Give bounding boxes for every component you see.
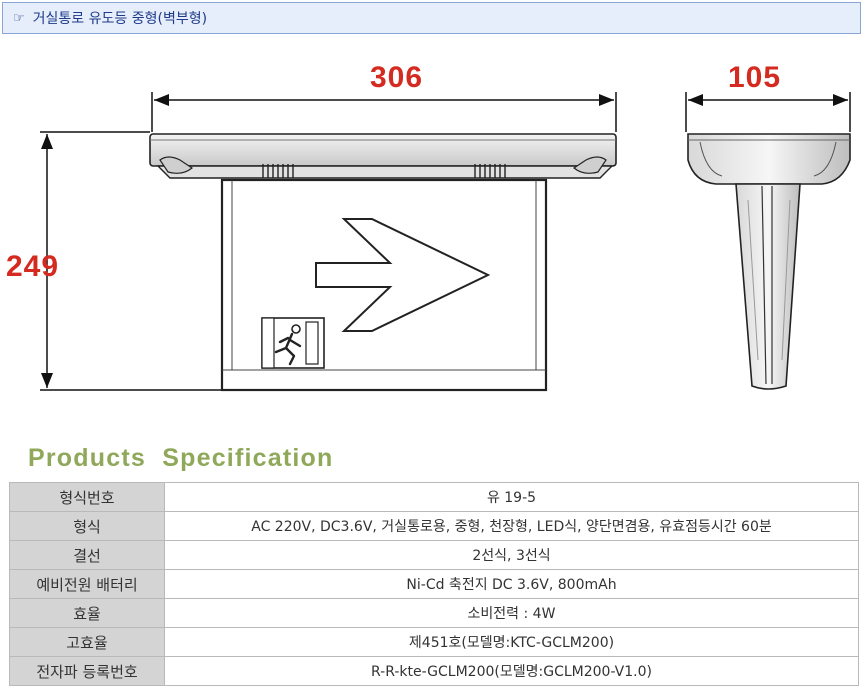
- width-dimension-line: [151, 92, 617, 132]
- height-dimension-line: [40, 131, 222, 391]
- table-row: 효율 소비전력 : 4W: [9, 598, 859, 628]
- spec-label: 전자파 등록번호: [9, 656, 165, 686]
- width-dimension-label: 306: [370, 61, 424, 94]
- spec-value: R-R-kte-GCLM200(모델명:GCLM200-V1.0): [164, 656, 859, 686]
- spec-table: 형식번호 유 19-5 형식 AC 220V, DC3.6V, 거실통로용, 중…: [9, 482, 859, 686]
- spec-label: 형식: [9, 511, 165, 541]
- table-row: 결선 2선식, 3선식: [9, 540, 859, 570]
- depth-dimension-label: 105: [728, 61, 782, 94]
- side-view: [687, 133, 851, 390]
- spec-value: 소비전력 : 4W: [164, 598, 859, 628]
- section-title: 거실통로 유도등 중형(벽부형): [32, 11, 208, 27]
- depth-dimension-line: [685, 92, 851, 132]
- spec-label: 효율: [9, 598, 165, 628]
- spec-value: Ni-Cd 축전지 DC 3.6V, 800mAh: [164, 569, 859, 599]
- arrow-right-icon: [315, 218, 491, 332]
- table-row: 고효율 제451호(모델명:KTC-GCLM200): [9, 627, 859, 657]
- spec-label: 고효율: [9, 627, 165, 657]
- exit-running-man-icon: [261, 317, 325, 369]
- table-row: 형식번호 유 19-5: [9, 482, 859, 512]
- spec-label: 결선: [9, 540, 165, 570]
- spec-value: 유 19-5: [164, 482, 859, 512]
- spec-label: 예비전원 배터리: [9, 569, 165, 599]
- spec-value: 2선식, 3선식: [164, 540, 859, 570]
- pointing-hand-icon: ☞: [13, 10, 25, 26]
- spec-value: AC 220V, DC3.6V, 거실통로용, 중형, 천장형, LED식, 양…: [164, 511, 859, 541]
- height-dimension-label: 249: [6, 250, 60, 283]
- product-dimension-drawing: [40, 92, 851, 392]
- spec-label: 형식번호: [9, 482, 165, 512]
- spec-heading: Products Specification: [28, 444, 334, 472]
- front-view-housing: [149, 133, 617, 179]
- spec-value: 제451호(모델명:KTC-GCLM200): [164, 627, 859, 657]
- table-row: 전자파 등록번호 R-R-kte-GCLM200(모델명:GCLM200-V1.…: [9, 656, 859, 686]
- section-title-bar: ☞ 거실통로 유도등 중형(벽부형): [2, 2, 861, 34]
- table-row: 예비전원 배터리 Ni-Cd 축전지 DC 3.6V, 800mAh: [9, 569, 859, 599]
- table-row: 형식 AC 220V, DC3.6V, 거실통로용, 중형, 천장형, LED식…: [9, 511, 859, 541]
